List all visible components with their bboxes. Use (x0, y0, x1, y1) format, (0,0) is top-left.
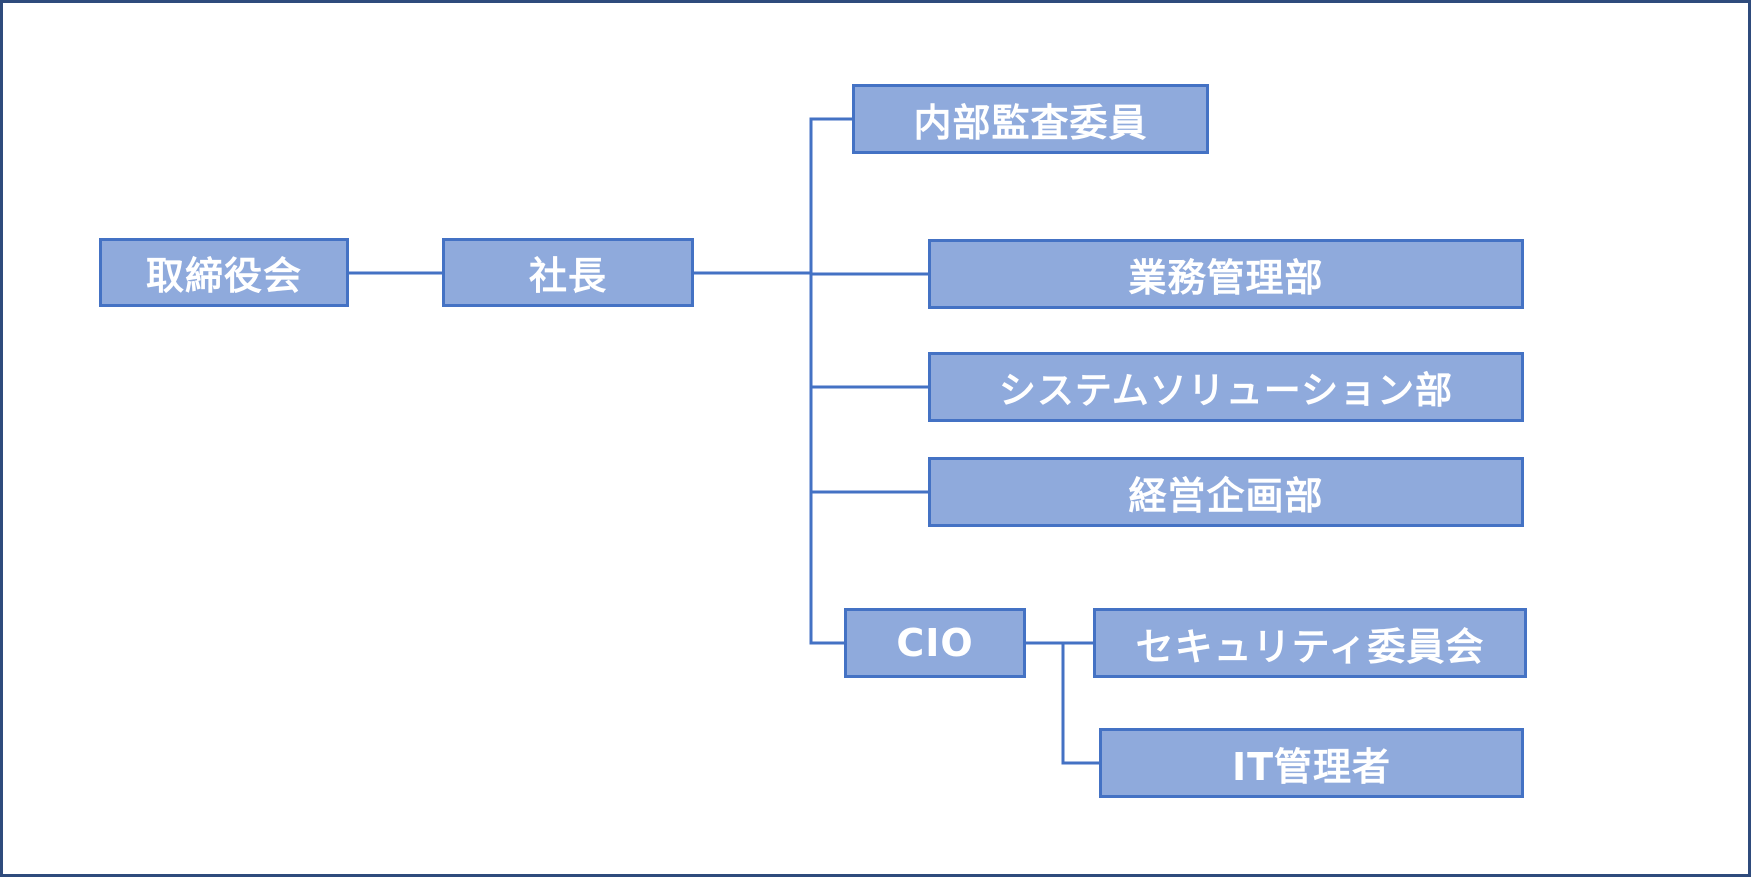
node-label: 業務管理部 (1128, 255, 1324, 300)
node-security-committee: セキュリティ委員会 (1093, 608, 1527, 678)
node-it-manager: IT管理者 (1099, 728, 1524, 798)
connector-lines (347, 117, 1101, 765)
node-label: 経営企画部 (1128, 473, 1324, 518)
node-label: システムソリューション部 (998, 369, 1454, 412)
node-label: 取締役会 (145, 254, 302, 298)
node-business-management: 業務管理部 (928, 239, 1524, 309)
node-internal-audit: 内部監査委員 (852, 84, 1209, 154)
node-cio: CIO (844, 608, 1026, 678)
node-corporate-planning: 経営企画部 (928, 457, 1524, 527)
node-label: 内部監査委員 (913, 100, 1148, 145)
node-board-of-directors: 取締役会 (99, 238, 349, 307)
node-label: IT管理者 (1231, 744, 1392, 789)
node-label: セキュリティ委員会 (1135, 624, 1485, 669)
node-label: CIO (896, 621, 974, 665)
node-president: 社長 (442, 238, 694, 307)
node-label: 社長 (528, 254, 607, 298)
node-system-solution: システムソリューション部 (928, 352, 1524, 422)
